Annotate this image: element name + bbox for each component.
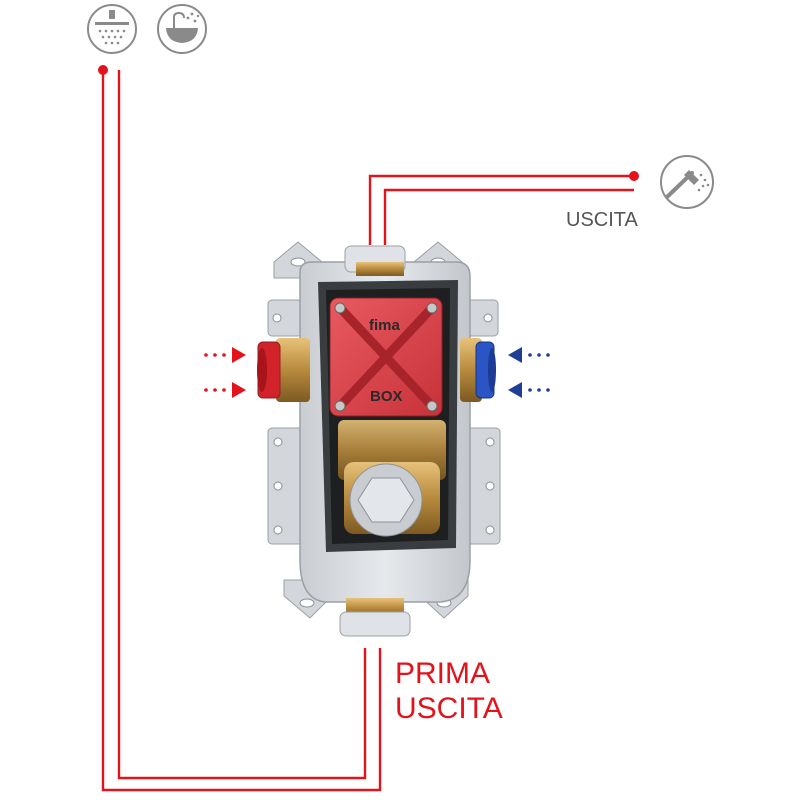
top-outlet-connector	[344, 245, 406, 276]
pipe-line	[368, 174, 634, 245]
pipe-line	[101, 70, 382, 792]
outlet-label: USCITA	[566, 209, 639, 231]
hex-plug	[349, 463, 423, 537]
cover-brand-bottom: BOX	[370, 388, 403, 405]
hot-inlet-connector	[257, 338, 310, 402]
pipe-line	[117, 70, 367, 780]
hot-water-inlet-arrows	[204, 347, 246, 398]
cold-inlet-connector	[460, 338, 496, 402]
cold-inlet-arrow	[508, 347, 550, 363]
pipe-endpoint-dot	[98, 65, 108, 75]
first-outlet-label-line2: USCITA	[395, 692, 503, 725]
pipe-line	[383, 188, 634, 245]
overhead-shower-icon	[87, 4, 137, 54]
bottom-outlet-connector	[339, 598, 411, 637]
mixer-body: fima BOX	[257, 241, 501, 637]
pipe-route-left	[98, 65, 382, 792]
fima-box-cover: fima BOX	[329, 297, 443, 417]
hot-inlet-arrow	[204, 347, 246, 363]
cold-inlet-arrow	[508, 382, 550, 398]
mounting-plate-right	[463, 299, 501, 545]
mounting-plate-left	[267, 299, 305, 545]
hot-inlet-arrow	[204, 382, 246, 398]
pipe-endpoint-dot	[629, 171, 639, 181]
hand-shower-icon	[660, 155, 714, 209]
pipe-route-top	[368, 171, 639, 245]
cover-brand-top: fima	[369, 317, 401, 334]
bathtub-icon	[157, 4, 207, 54]
cold-water-inlet-arrows	[508, 347, 550, 398]
first-outlet-label-line1: PRIMA	[395, 657, 490, 690]
